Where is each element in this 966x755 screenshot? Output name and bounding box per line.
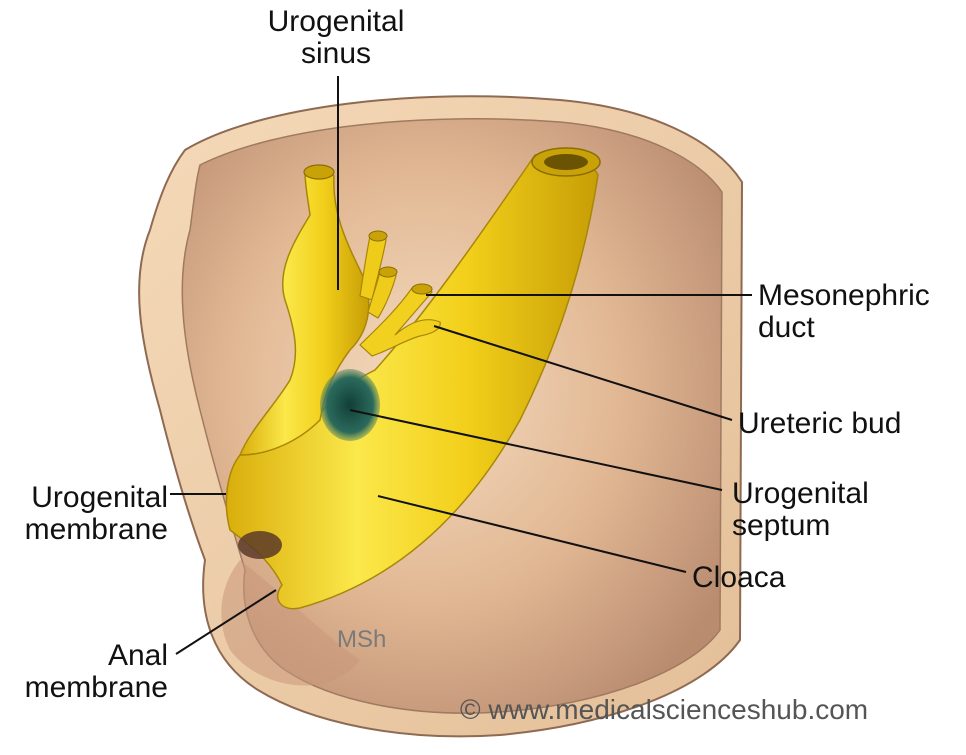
label-urogenital-membrane: Urogenital membrane	[0, 482, 168, 546]
allantois-opening	[303, 164, 335, 180]
leader-urogenital-septum	[349, 409, 723, 491]
label-urogenital-sinus: Urogenital sinus	[250, 6, 422, 70]
label-text: Mesonephric	[758, 279, 930, 312]
label-text: sinus	[300, 37, 372, 70]
urogenital-sinus-tube	[238, 169, 370, 456]
label-text: Urogenital	[732, 477, 869, 510]
label-text: Anal	[107, 639, 168, 672]
embryo-tissue-lower	[221, 560, 360, 686]
anal-pit	[238, 531, 282, 559]
label-text: septum	[732, 509, 831, 542]
copyright-notice: © www.medicalscienceshub.com	[460, 694, 869, 725]
label-text: duct	[758, 311, 815, 344]
label-text: Urogenital	[267, 5, 405, 38]
leader-ureteric-bud	[433, 325, 733, 421]
label-cloaca: Cloaca	[692, 562, 785, 594]
cloaca-tube	[225, 152, 599, 610]
label-mesonephric-duct: Mesonephric duct	[758, 280, 930, 344]
watermark: MSh	[337, 626, 387, 653]
label-ureteric-bud: Ureteric bud	[738, 408, 901, 440]
label-text: membrane	[24, 671, 168, 704]
label-text: Urogenital	[31, 481, 168, 514]
branch-duct-2-opening	[378, 266, 398, 278]
label-text: membrane	[24, 513, 168, 546]
branch-duct-1-opening	[368, 230, 388, 242]
label-text: Cloaca	[692, 561, 786, 594]
leader-cloaca	[377, 495, 687, 573]
mesonephric-duct-shape	[359, 285, 441, 357]
label-anal-membrane: Anal membrane	[0, 640, 168, 704]
urorectal-septum-region	[320, 369, 380, 441]
label-text: Ureteric bud	[738, 407, 902, 440]
mesonephric-duct-opening	[411, 283, 433, 295]
label-urogenital-septum: Urogenital septum	[732, 478, 869, 542]
leader-anal-membrane	[175, 589, 277, 655]
hindgut-lumen	[544, 154, 588, 170]
